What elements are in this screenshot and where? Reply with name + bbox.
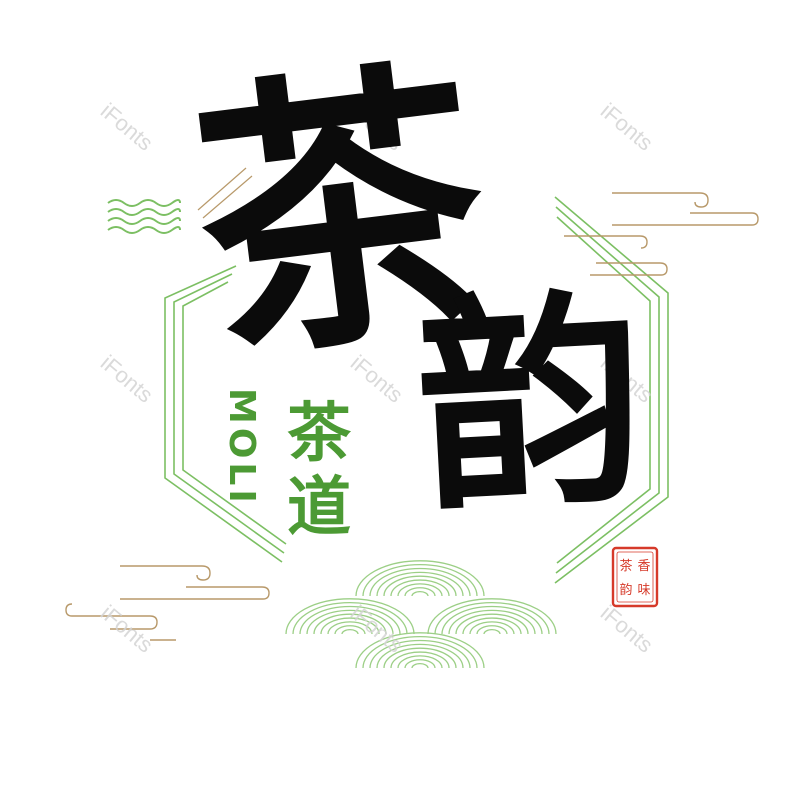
title-char-yun: 韵 bbox=[411, 266, 651, 543]
seal-text-char: 茶 bbox=[619, 558, 632, 574]
seal-text-char: 味 bbox=[637, 583, 650, 598]
seal-text-char: 韵 bbox=[619, 583, 632, 598]
wave-lines-icon bbox=[107, 199, 181, 234]
latin-brand-text: MOLI bbox=[221, 388, 270, 508]
latin-brand-label: MOLI bbox=[221, 388, 262, 507]
seal-stamp-icon: 茶 香 韵 味 bbox=[611, 546, 659, 608]
subtitle-char-cha: 茶 bbox=[287, 397, 351, 471]
gold-stroke-lines bbox=[197, 167, 253, 219]
subtitle-char-dao: 道 bbox=[287, 471, 351, 545]
fan-wave-icon bbox=[285, 560, 557, 669]
cloud-swirl-icon bbox=[65, 565, 270, 641]
seal-text-char: 香 bbox=[637, 559, 650, 574]
cloud-swirl-icon bbox=[564, 192, 759, 276]
hexagon-frame-icon bbox=[164, 196, 669, 584]
